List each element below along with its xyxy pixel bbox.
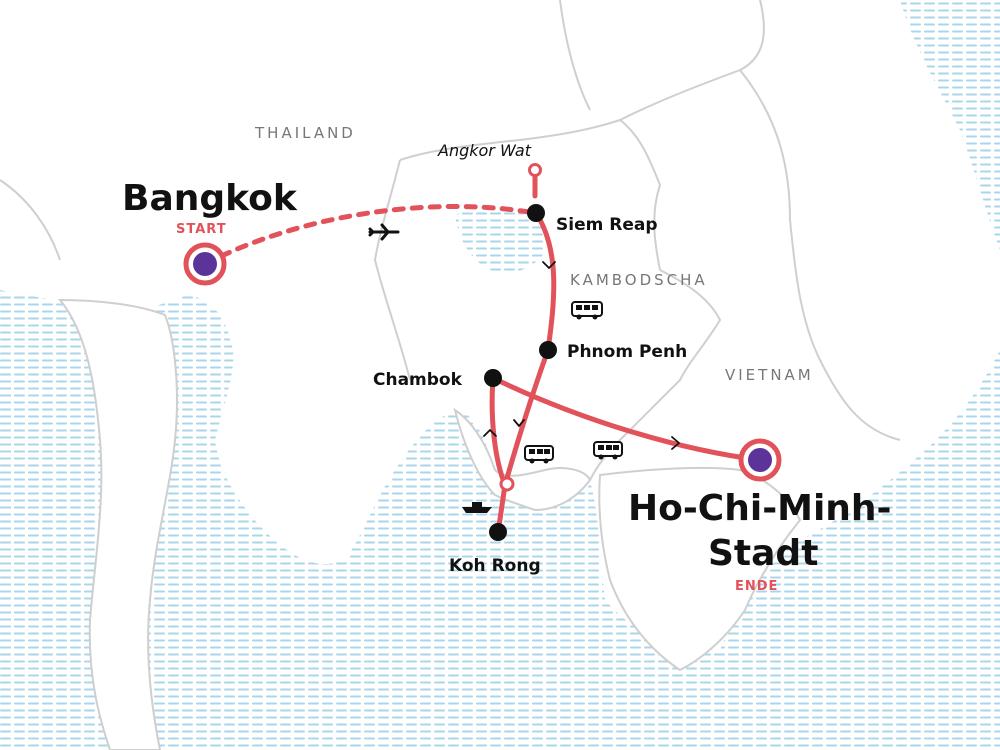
west-sea [0,360,37,660]
border-thailand-laos [559,0,591,111]
tonle-sap-lake [455,207,548,275]
end-marker [738,438,782,482]
start-tag: START [176,222,227,237]
vietnam-coast-east [739,69,901,441]
malay-peninsula [57,298,178,750]
bus-icon [571,301,603,320]
arrow-right-1 [671,436,680,450]
north-east-sea [900,0,1000,250]
border-laos-vietnam [619,0,765,121]
plane-icon [368,223,400,241]
poi-label-angkor-wat: Angkor Wat [437,141,532,160]
end-city-label-line1: Ho-Chi-Minh- [628,488,892,529]
stop-label-siem-reap: Siem Reap [556,215,658,235]
country-label-cambodia: KAMBODSCHA [570,271,708,289]
angkor-wat-marker [528,163,542,177]
land-masses [57,298,802,750]
arrow-down-1 [542,261,556,269]
route-phnom-penh-koh-rong [495,347,551,535]
route-siem-reap-phnom-penh [533,210,557,353]
start-marker [183,242,227,286]
stop-marker-phnom-penh [539,341,557,359]
bus-icon [593,441,623,460]
stop-marker-koh-rong [489,523,507,541]
bus-icon [524,445,554,464]
border-thailand-cambodia-south [373,159,411,381]
stop-marker-siem-reap [527,204,545,222]
stop-label-phnom-penh: Phnom Penh [567,342,687,362]
flight-route [202,204,538,267]
boat-icon [462,502,492,513]
start-city-label: Bangkok [122,178,298,219]
direction-arrows [483,261,680,450]
country-label-vietnam: VIETNAM [725,366,814,384]
country-borders [0,0,901,481]
end-tag: ENDE [735,579,778,594]
stop-label-koh-rong: Koh Rong [449,556,541,576]
stop-label-chambok: Chambok [373,370,463,390]
route-chambok-koh-rong [489,375,508,488]
border-thailand-cambodia [399,118,662,271]
waypoint-marker [499,476,515,492]
cambodia-south-coast [453,407,592,512]
stop-markers [484,204,557,541]
country-label-thailand: THAILAND [254,124,356,142]
stop-marker-chambok [484,369,502,387]
arrow-down-2 [513,419,525,427]
arrow-up-1 [483,429,497,437]
end-city-label-line2: Stadt [708,533,818,574]
thailand-west-border [0,179,61,261]
vietnam-south-coast [598,466,802,672]
route-chambok-hcmc [490,375,763,463]
